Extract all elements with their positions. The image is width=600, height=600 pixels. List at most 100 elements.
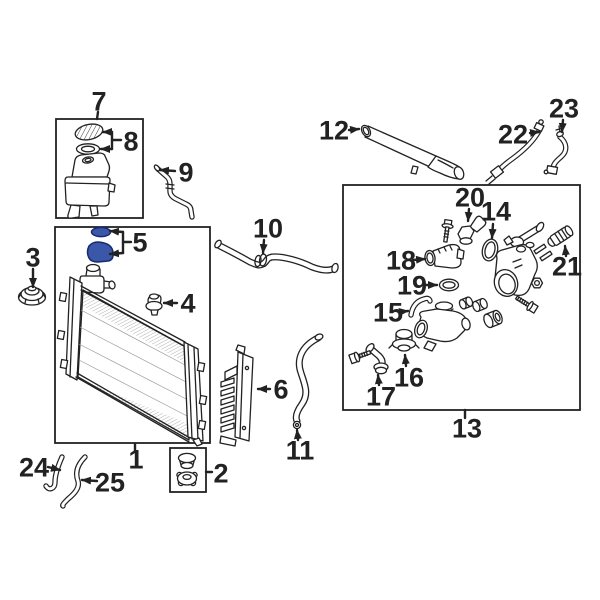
callout-label-15[interactable]: 15: [373, 298, 403, 328]
callout-1[interactable]: 1: [128, 442, 144, 475]
callout-20[interactable]: 20: [455, 183, 485, 223]
callout-24[interactable]: 24: [19, 453, 62, 483]
callout-6[interactable]: 6: [256, 375, 289, 405]
callout-arrow: [108, 227, 125, 236]
callout-arrow: [411, 255, 427, 264]
callout-arrow: [347, 125, 361, 134]
housing-fitting-drawing: [503, 221, 545, 248]
bracket-6-drawing: [219, 344, 254, 447]
housing-drawing: [493, 241, 538, 297]
callout-10[interactable]: 10: [253, 214, 283, 255]
callout-label-8[interactable]: 8: [123, 127, 138, 157]
callout-9[interactable]: 9: [158, 158, 194, 188]
fitting-21-drawing: [547, 225, 574, 247]
callout-8[interactable]: 8: [99, 127, 139, 157]
callout-label-11[interactable]: 11: [286, 436, 315, 466]
radiator-box-outline: [54, 226, 211, 444]
drain-plug-top-drawing: [177, 452, 197, 470]
callout-13[interactable]: 13: [452, 408, 482, 444]
radiator-box-group: [54, 226, 211, 447]
hose-10-drawing: [214, 239, 339, 274]
callout-arrow: [528, 129, 541, 137]
callout-label-18[interactable]: 18: [386, 246, 416, 276]
callout-2[interactable]: 2: [204, 459, 229, 489]
cap-3-drawing: [17, 285, 47, 306]
callout-7[interactable]: 7: [91, 87, 107, 121]
callout-3[interactable]: 3: [25, 243, 41, 289]
callout-4[interactable]: 4: [162, 289, 196, 319]
oring-19-drawing: [438, 278, 460, 292]
ring-drawings: [458, 296, 503, 329]
callout-5[interactable]: 5: [108, 227, 148, 258]
thermostat-16-drawing: [388, 328, 420, 352]
outlet-18-drawing: [424, 243, 465, 269]
callout-arrow: [259, 238, 268, 255]
bolt-drawing-b: [514, 295, 539, 314]
callout-arrow: [401, 353, 410, 368]
callout-label-7[interactable]: 7: [91, 87, 106, 117]
callout-14[interactable]: 14: [481, 197, 511, 240]
callout-11[interactable]: 11: [286, 428, 315, 466]
callout-17[interactable]: 17: [366, 373, 396, 412]
hose-23-drawing: [543, 125, 569, 175]
callout-label-20[interactable]: 20: [455, 183, 485, 213]
hose-11-drawing: [292, 333, 324, 430]
callout-25[interactable]: 25: [80, 468, 125, 498]
callout-16[interactable]: 16: [394, 353, 424, 393]
highlighted-part-5[interactable]: [86, 226, 114, 263]
callout-arrow: [561, 244, 570, 258]
callout-arrow: [397, 308, 410, 316]
reservoir-box-outline: [55, 118, 144, 219]
callout-label-19[interactable]: 19: [397, 271, 427, 301]
callout-arrow: [108, 249, 125, 258]
callout-label-9[interactable]: 9: [178, 158, 193, 188]
callout-label-10[interactable]: 10: [253, 214, 283, 244]
callout-label-4[interactable]: 4: [180, 289, 195, 319]
callout-label-25[interactable]: 25: [95, 468, 125, 498]
hose-15-drawing: [408, 295, 433, 318]
pipe-12-drawing: [360, 124, 465, 180]
callout-label-5[interactable]: 5: [132, 228, 147, 258]
elbow-17-drawing: [365, 343, 389, 375]
callout-label-1[interactable]: 1: [128, 445, 143, 475]
callout-21[interactable]: 21: [552, 244, 582, 282]
callout-label-3[interactable]: 3: [25, 243, 40, 273]
callout-19[interactable]: 19: [397, 271, 439, 301]
bolt-drawing-a: [441, 218, 454, 243]
callout-label-22[interactable]: 22: [498, 120, 528, 150]
callout-label-23[interactable]: 23: [549, 94, 579, 124]
callout-line: [95, 110, 100, 121]
hose-25-drawing: [60, 454, 88, 509]
reservoir-tank-drawing: [64, 152, 116, 219]
callout-label-6[interactable]: 6: [273, 375, 288, 405]
callout-label-13[interactable]: 13: [452, 414, 482, 444]
drain-plug-box-group: [169, 447, 207, 493]
drain-plug-bottom-drawing: [176, 471, 198, 487]
callout-arrow: [488, 222, 497, 240]
callout-label-16[interactable]: 16: [394, 363, 424, 393]
reservoir-cap-drawing: [74, 123, 104, 141]
callout-22[interactable]: 22: [498, 120, 541, 150]
callout-23[interactable]: 23: [549, 94, 579, 134]
callout-label-12[interactable]: 12: [319, 116, 349, 146]
thermostat-box-group: [342, 184, 581, 411]
callout-label-24[interactable]: 24: [19, 453, 49, 483]
reservoir-box-group: [55, 118, 144, 219]
callout-arrow: [293, 428, 302, 442]
pin-drawings: [533, 243, 553, 262]
callout-label-17[interactable]: 17: [366, 382, 396, 412]
grommet-4-drawing: [145, 293, 163, 316]
thermostat-box-outline: [342, 184, 581, 411]
water-inlet-drawing: [414, 301, 471, 352]
sensor-20-drawing: [457, 215, 487, 245]
callout-12[interactable]: 12: [319, 116, 361, 146]
callout-arrow: [158, 166, 177, 175]
callout-label-14[interactable]: 14: [481, 197, 511, 227]
callout-label-21[interactable]: 21: [552, 252, 582, 282]
callout-label-2[interactable]: 2: [213, 459, 228, 489]
callout-15[interactable]: 15: [373, 298, 410, 328]
callout-18[interactable]: 18: [386, 246, 427, 276]
